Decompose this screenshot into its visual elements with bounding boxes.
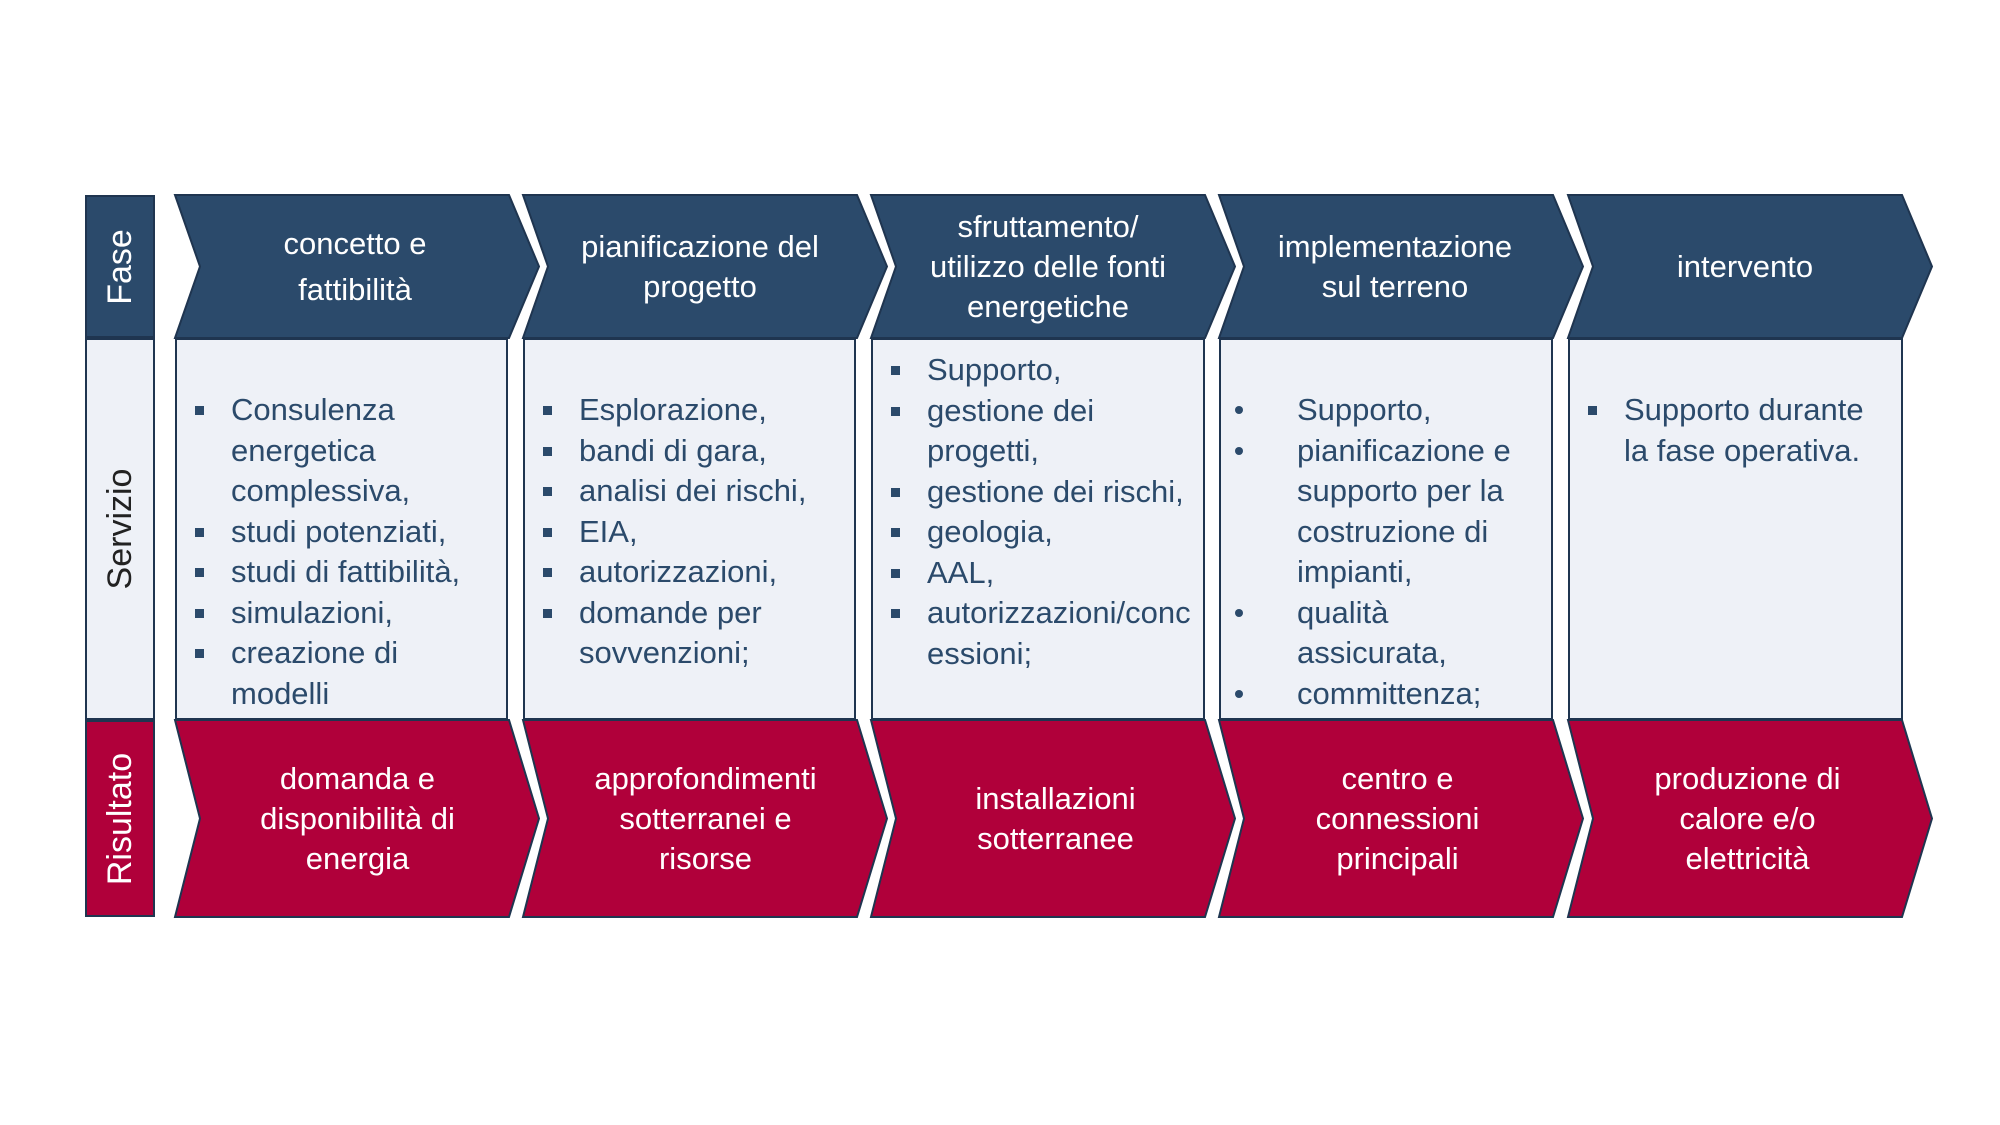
servizio-list-5: Supporto durante la fase operativa. (1580, 390, 1893, 471)
fase-chevron-shape-3 (869, 194, 1237, 339)
servizio-1-item-3: studi di fattibilità, (187, 552, 498, 593)
risultato-chevron-shape-3 (869, 719, 1237, 918)
row-label-servizio: Servizio (85, 338, 155, 720)
risultato-1-line-1: domanda e (279, 760, 436, 796)
risultato-chevron-4: centro e connessioni principali (1240, 720, 1555, 917)
risultato-5-line-3: elettricità (1685, 840, 1810, 876)
fase-chevron-shapes (173, 194, 1934, 339)
servizio-1-item-2: studi potenziati, (187, 512, 498, 553)
servizio-5-item-1: Supporto durante la fase operativa. (1580, 390, 1893, 471)
fase-chevron-shape-2 (521, 194, 889, 339)
servizio-3-item-2: gestione dei progetti, (883, 391, 1199, 472)
servizio-3-item-5: AAL, (883, 553, 1199, 594)
risultato-chevron-1: domanda e disponibilità di energia (200, 720, 515, 917)
fase-chevron-shape-1 (173, 194, 541, 339)
fase-1-line-1: concetto e (283, 225, 427, 261)
risultato-chevron-5: produzione di calore e/o elettricità (1590, 720, 1905, 917)
fase-3-line-1: sfruttamento/ (957, 208, 1139, 244)
servizio-box-5: Supporto durante la fase operativa. (1568, 338, 1903, 720)
fase-5-line-1: intervento (1676, 248, 1814, 284)
risultato-chevron-3: installazioni sotterranee (898, 720, 1213, 917)
servizio-box-4: Supporto, pianificazione e supporto per … (1219, 338, 1553, 720)
risultato-5-line-1: produzione di (1654, 760, 1841, 796)
risultato-4-line-2: connessioni (1315, 800, 1480, 836)
servizio-list-2: Esplorazione, bandi di gara, analisi dei… (535, 390, 846, 674)
fase-chevron-1: concetto e fattibilità (195, 195, 515, 338)
servizio-2-item-4: EIA, (535, 512, 846, 553)
fase-chevron-4-text: implementazione sul terreno (1278, 227, 1512, 307)
row-label-fase: Fase (85, 195, 155, 338)
servizio-box-2: Esplorazione, bandi di gara, analisi dei… (523, 338, 856, 720)
row-label-risultato: Risultato (85, 720, 155, 917)
servizio-4-item-1: Supporto, (1235, 390, 1543, 431)
fase-2-line-2: progetto (643, 268, 757, 304)
risultato-chevron-3-text: installazioni sotterranee (975, 779, 1135, 859)
risultato-chevron-2: approfondimenti sotterranei e risorse (548, 720, 863, 917)
servizio-4-item-3: qualità assicurata, (1235, 593, 1543, 674)
fase-chevron-2: pianificazione del progetto (540, 195, 860, 338)
fase-3-line-3: energetiche (966, 288, 1129, 324)
risultato-chevron-shape-5 (1566, 719, 1934, 918)
row-label-fase-text: Fase (101, 228, 139, 305)
servizio-3-item-1: Supporto, (883, 350, 1199, 391)
servizio-box-1: Consulenza energetica complessiva, studi… (175, 338, 508, 720)
fase-chevron-shape-4 (1217, 194, 1585, 339)
servizio-list-4: Supporto, pianificazione e supporto per … (1235, 390, 1543, 714)
risultato-1-line-3: energia (305, 840, 410, 876)
fase-chevron-3: sfruttamento/ utilizzo delle fonti energ… (888, 195, 1208, 338)
servizio-1-item-4: simulazioni, (187, 593, 498, 634)
fase-2-line-1: pianificazione del (581, 228, 819, 264)
risultato-3-line-1: installazioni (975, 780, 1136, 816)
servizio-3-item-6: autorizzazioni/concessioni; (883, 593, 1199, 674)
risultato-chevron-4-text: centro e connessioni principali (1316, 759, 1480, 879)
fase-3-line-2: utilizzo delle fonti (929, 248, 1167, 284)
risultato-5-line-2: calore e/o (1679, 800, 1816, 836)
servizio-list-3: Supporto, gestione dei progetti, gestion… (883, 350, 1199, 674)
fase-chevron-5: intervento (1585, 195, 1905, 338)
servizio-box-3: Supporto, gestione dei progetti, gestion… (871, 338, 1205, 720)
risultato-chevron-5-text: produzione di calore e/o elettricità (1654, 759, 1840, 879)
servizio-list-1: Consulenza energetica complessiva, studi… (187, 390, 498, 714)
servizio-4-item-4: committenza; (1235, 674, 1543, 715)
servizio-2-item-6: domande per sovvenzioni; (535, 593, 846, 674)
servizio-2-item-2: bandi di gara, (535, 431, 846, 472)
risultato-2-line-2: sotterranei e (619, 800, 792, 836)
risultato-2-line-3: risorse (658, 840, 752, 876)
fase-4-line-2: sul terreno (1321, 268, 1469, 304)
risultato-1-line-2: disponibilità di (260, 800, 455, 836)
servizio-1-item-5: creazione di modelli (187, 633, 498, 714)
risultato-chevron-shapes (173, 719, 1934, 918)
risultato-2-line-1: approfondimenti (594, 760, 817, 796)
servizio-4-item-2: pianificazione e supporto per la costruz… (1235, 431, 1543, 593)
fase-1-line-2: fattibilità (298, 271, 412, 307)
servizio-1-item-1: Consulenza energetica complessiva, (187, 390, 498, 512)
fase-chevron-3-text: sfruttamento/ utilizzo delle fonti energ… (930, 207, 1166, 327)
risultato-chevron-shape-2 (521, 719, 889, 918)
risultato-4-line-1: centro e (1341, 760, 1454, 796)
fase-chevron-5-text: intervento (1677, 247, 1813, 287)
fase-4-line-1: implementazione (1277, 228, 1513, 264)
risultato-chevron-2-text: approfondimenti sotterranei e risorse (594, 759, 816, 879)
row-label-servizio-text: Servizio (101, 468, 139, 590)
servizio-2-item-3: analisi dei rischi, (535, 471, 846, 512)
fase-chevron-1-text: concetto e fattibilità (283, 221, 426, 313)
risultato-chevron-1-text: domanda e disponibilità di energia (260, 759, 455, 879)
risultato-3-line-2: sotterranee (977, 820, 1134, 856)
fase-chevron-2-text: pianificazione del progetto (581, 227, 819, 307)
risultato-chevron-shape-1 (173, 719, 541, 918)
row-label-risultato-text: Risultato (101, 752, 139, 885)
servizio-2-item-1: Esplorazione, (535, 390, 846, 431)
servizio-3-item-4: geologia, (883, 512, 1199, 553)
risultato-4-line-3: principali (1336, 840, 1459, 876)
servizio-2-item-5: autorizzazioni, (535, 552, 846, 593)
fase-chevron-4: implementazione sul terreno (1235, 195, 1555, 338)
servizio-3-item-3: gestione dei rischi, (883, 472, 1199, 513)
risultato-chevron-shape-4 (1217, 719, 1585, 918)
